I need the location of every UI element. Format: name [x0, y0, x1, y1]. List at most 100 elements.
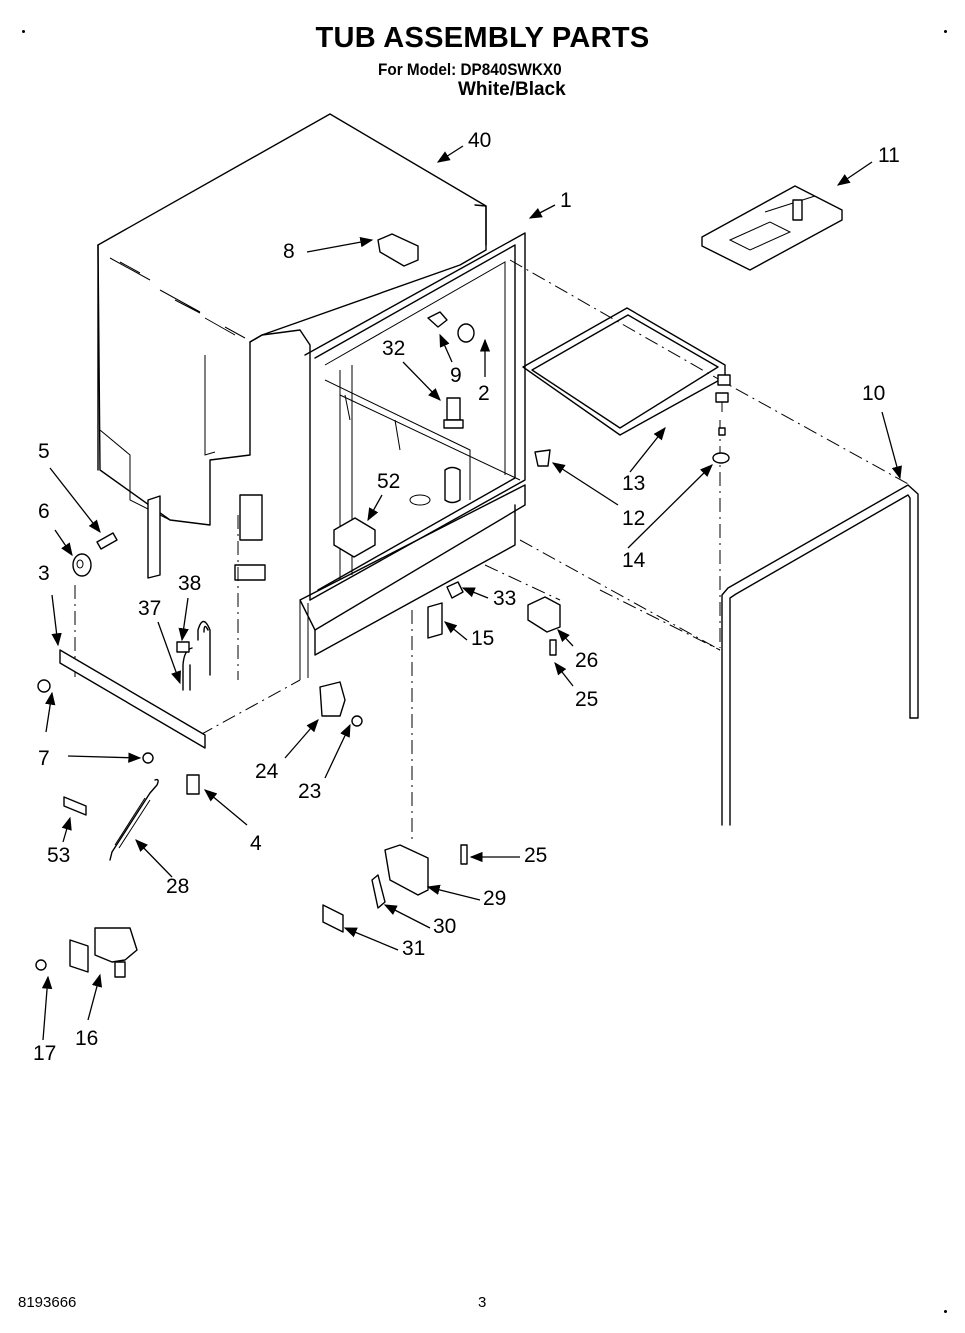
part-number-label: 29	[483, 887, 506, 910]
part-number-label: 12	[622, 507, 645, 530]
part-number-label: 13	[622, 472, 645, 495]
callout-part-3: 3	[38, 562, 62, 647]
part-number-label: 33	[493, 587, 516, 610]
leader-arrow-icon	[54, 529, 73, 557]
callout-part-7-secondary	[67, 752, 142, 763]
leader-arrow-icon	[383, 904, 431, 929]
page-number: 3	[478, 1294, 487, 1311]
page-title: TUB ASSEMBLY PARTS	[315, 22, 650, 54]
model-number: For Model: DP840SWKX0	[378, 60, 562, 79]
leader-arrow-icon	[627, 464, 713, 549]
leader-arrow-icon	[61, 816, 72, 843]
leader-arrow-icon	[557, 629, 574, 647]
callout-part-30: 30	[383, 904, 456, 938]
leader-arrow-icon	[178, 597, 189, 642]
callout-part-7: 7	[38, 691, 56, 770]
callout-part-8: 8	[283, 237, 374, 263]
part-number-label: 23	[298, 780, 321, 803]
leader-arrow-icon	[426, 884, 481, 901]
part-number-label: 32	[382, 337, 405, 360]
leader-arrow-icon	[157, 621, 181, 685]
leader-arrow-icon	[51, 594, 62, 647]
leader-arrow-icon	[551, 462, 619, 506]
callout-part-14: 14	[622, 464, 713, 572]
callout-part-10: 10	[862, 382, 902, 480]
callout-part-33: 33	[461, 587, 516, 610]
leader-arrow-icon	[881, 411, 902, 480]
part-number-label: 25	[575, 688, 598, 711]
part-number-label: 25	[524, 844, 547, 867]
part-number-label: 52	[377, 470, 400, 493]
leader-arrow-icon	[343, 927, 399, 951]
leader-arrow-icon	[439, 333, 453, 363]
part-number-label: 7	[38, 747, 50, 770]
callout-part-5: 5	[38, 440, 101, 534]
part-number-label: 2	[478, 382, 490, 405]
part-number-label: 15	[471, 627, 494, 650]
callout-part-13: 13	[622, 426, 666, 495]
callout-part-11: 11	[836, 144, 900, 186]
callout-part-38: 38	[178, 572, 201, 642]
callout-part-4: 4	[204, 789, 262, 855]
part-number-label: 11	[878, 144, 900, 167]
part-number-label: 38	[178, 572, 201, 595]
leader-arrow-icon	[436, 145, 464, 163]
leader-arrow-icon	[629, 426, 666, 473]
part-number-label: 30	[433, 915, 456, 938]
part-number-label: 5	[38, 440, 50, 463]
part-number-label: 16	[75, 1027, 98, 1050]
corner-mark	[944, 30, 947, 33]
leader-arrow-icon	[306, 237, 374, 253]
part-number-label: 31	[402, 937, 425, 960]
part-number-label: 6	[38, 500, 50, 523]
callout-part-24: 24	[255, 719, 319, 783]
part-number-label: 28	[166, 875, 189, 898]
callout-part-6: 6	[38, 500, 73, 557]
part-number-label: 1	[560, 189, 572, 212]
callout-part-29: 29	[426, 884, 506, 910]
leader-arrow-icon	[135, 839, 173, 878]
document-number: 8193666	[18, 1294, 77, 1311]
callout-part-17: 17	[33, 975, 56, 1065]
part-number-label: 14	[622, 549, 646, 572]
callout-part-37: 37	[138, 597, 181, 685]
callout-part-25: 25	[469, 844, 547, 867]
callout-part-2: 2	[478, 338, 491, 405]
leader-arrow-icon	[45, 691, 56, 733]
callout-part-31: 31	[343, 927, 425, 960]
leader-arrow-icon	[528, 204, 556, 219]
part-number-label: 10	[862, 382, 885, 405]
corner-mark	[944, 1310, 947, 1313]
callout-part-28: 28	[135, 839, 189, 898]
callout-part-12: 12	[551, 462, 645, 530]
leader-arrow-icon	[49, 467, 101, 534]
callout-part-25: 25	[554, 661, 598, 711]
callout-part-53: 53	[47, 816, 72, 867]
detergent-dispenser-drawing	[701, 185, 843, 271]
part-number-label: 4	[250, 832, 262, 855]
part-number-label: 8	[283, 240, 295, 263]
leader-arrow-icon	[443, 621, 468, 641]
callout-part-1: 1	[528, 189, 572, 219]
leader-arrow-icon	[836, 161, 873, 186]
leader-arrow-icon	[87, 973, 103, 1021]
part-number-label: 3	[38, 562, 50, 585]
part-number-label: 40	[468, 129, 491, 152]
leader-arrow-icon	[324, 723, 351, 779]
leader-arrow-icon	[461, 587, 489, 599]
leader-arrow-icon	[367, 494, 383, 522]
leader-arrow-icon	[284, 719, 319, 759]
callout-part-52: 52	[367, 470, 400, 522]
leader-arrow-icon	[402, 361, 441, 401]
part-number-label: 26	[575, 649, 598, 672]
part-number-label: 9	[450, 364, 462, 387]
heating-element-frame-drawing	[721, 484, 919, 826]
part-number-label: 17	[33, 1042, 56, 1065]
callout-part-16: 16	[75, 973, 103, 1050]
callout-part-9: 9	[439, 333, 462, 387]
color-variant: White/Black	[458, 79, 566, 100]
part-number-label: 53	[47, 844, 70, 867]
callout-part-40: 40	[436, 129, 491, 163]
